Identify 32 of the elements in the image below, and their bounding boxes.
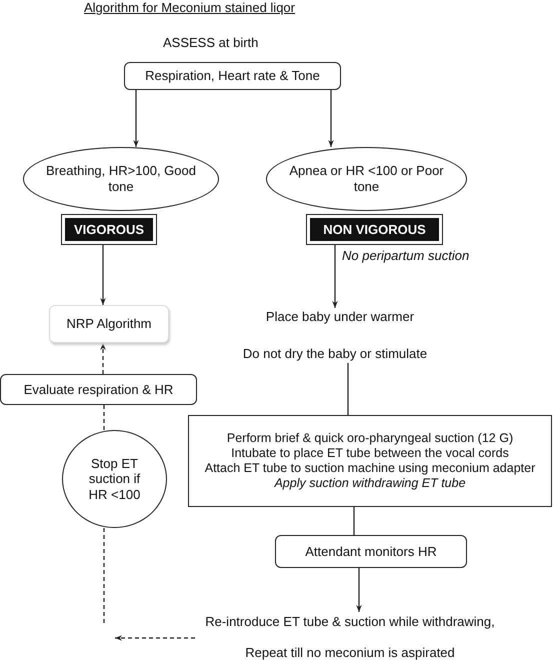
arrow xyxy=(356,568,362,612)
process-box xyxy=(188,415,552,507)
node-text: Stop ET suction if HR <100 xyxy=(88,456,142,502)
node-text: Place baby under warmer xyxy=(266,309,414,325)
node-text: Attendant monitors HR xyxy=(305,544,437,560)
process-box xyxy=(49,305,169,343)
diagram-title: Algorithm for Meconium stained liqor xyxy=(84,0,295,15)
process-box xyxy=(0,374,197,405)
node-text: Perform brief & quick oro-pharyngeal suction (12 G) xyxy=(226,431,514,446)
node-text: Apnea or HR <100 or Poor tone xyxy=(288,163,445,195)
dashed-arrow xyxy=(100,343,106,374)
node-text: Apply suction withdrawing ET tube xyxy=(274,476,466,491)
status-label: NON VIGOROUS xyxy=(310,218,439,241)
process-box xyxy=(275,535,467,568)
node-text: Do not dry the baby or stimulate xyxy=(242,346,428,362)
node-text: Respiration, Heart rate & Tone xyxy=(145,68,320,84)
node-text: Breathing, HR>100, Good tone xyxy=(45,163,197,195)
arrow xyxy=(328,90,334,147)
node-text: Re-introduce ET tube & suction while withdrawing, xyxy=(205,614,495,630)
arrow xyxy=(100,245,106,305)
node-text: Intubate to place ET tube between the vocal cords xyxy=(231,446,509,461)
dashed-arrow xyxy=(115,635,195,641)
node-text: Repeat till no meconium is aspirated xyxy=(245,644,455,660)
arrow xyxy=(332,245,338,308)
arrow xyxy=(133,90,139,147)
heading-label: ASSESS at birth xyxy=(163,35,258,50)
process-box xyxy=(124,62,341,90)
status-label: VIGOROUS xyxy=(65,218,153,241)
note-text: No peripartum suction xyxy=(342,248,470,263)
node-text: Attach ET tube to suction machine using meconium adapter xyxy=(204,461,536,476)
node-text: Evaluate respiration & HR xyxy=(24,382,174,398)
node-text: NRP Algorithm xyxy=(66,316,152,332)
